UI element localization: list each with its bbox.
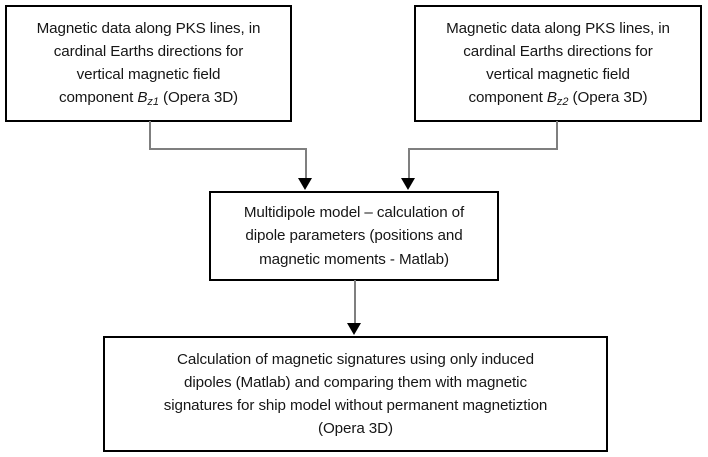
flow-node-multidipole-model-line-1: Multidipole model – calculation of [243, 204, 465, 222]
flow-node-bz2-line-1: Magnetic data along PKS lines, in [446, 19, 670, 37]
edge-bz1-to-model-arrowhead-icon [298, 178, 312, 190]
flow-node-bz2-line-3: vertical magnetic field [486, 65, 630, 83]
flow-node-multidipole-model-line-2: dipole parameters (positions and [245, 227, 463, 245]
flow-node-bz1-line-1: Magnetic data along PKS lines, in [36, 19, 261, 37]
edge-model-to-signature-arrowhead-icon [347, 323, 361, 335]
flow-node-bz2-symbol: B [546, 88, 557, 106]
edge-bz1-to-model-segment-vertical-end [305, 148, 307, 180]
flow-node-multidipole-model-text: Multidipole model – calculation of dipole… [221, 201, 487, 270]
flow-node-bz1-line-2: cardinal Earths directions for [53, 42, 244, 60]
flow-node-bz2[interactable]: Magnetic data along PKS lines, in cardina… [414, 5, 702, 122]
flow-node-multidipole-model-line-3: magnetic moments - Matlab) [259, 250, 449, 268]
edge-bz1-to-model-segment-vertical-start [149, 121, 151, 150]
flow-node-bz1-symbol: B [137, 88, 148, 106]
flow-node-bz2-line-2: cardinal Earths directions for [463, 42, 653, 60]
flow-node-bz2-line-4: component [468, 88, 547, 106]
edge-bz2-to-model-segment-horizontal [408, 148, 558, 150]
edge-bz1-to-model-segment-horizontal [149, 148, 307, 150]
flow-node-bz1-subscript: z1 [147, 95, 159, 108]
edge-model-to-signature-segment-vertical [354, 280, 356, 326]
flow-node-signature-calculation-line-2: dipoles (Matlab) and comparing them with… [184, 373, 527, 391]
flow-node-bz2-text: Magnetic data along PKS lines, in cardina… [426, 17, 690, 111]
flow-node-bz1-tail: (Opera 3D) [158, 88, 239, 106]
flow-node-bz1[interactable]: Magnetic data along PKS lines, in cardina… [5, 5, 292, 122]
edge-bz2-to-model-segment-vertical-end [408, 148, 410, 180]
edge-bz2-to-model-arrowhead-icon [401, 178, 415, 190]
flow-node-bz1-line-4: component [58, 88, 138, 106]
flow-node-signature-calculation[interactable]: Calculation of magnetic signatures using… [103, 336, 608, 452]
flow-node-bz1-text: Magnetic data along PKS lines, in cardina… [17, 17, 280, 111]
edge-bz2-to-model-segment-vertical-start [556, 121, 558, 150]
flow-node-bz1-line-3: vertical magnetic field [76, 65, 221, 83]
flow-node-bz2-tail: (Opera 3D) [568, 88, 648, 106]
flow-node-signature-calculation-line-3: signatures for ship model without perman… [163, 397, 548, 414]
flow-node-signature-calculation-line-4: (Opera 3D) [318, 420, 393, 438]
flow-node-bz2-subscript: z2 [556, 95, 569, 108]
flow-node-multidipole-model[interactable]: Multidipole model – calculation of dipole… [209, 191, 499, 281]
flow-node-signature-calculation-line-1: Calculation of magnetic signatures using… [177, 350, 534, 368]
flow-node-signature-calculation-text: Calculation of magnetic signatures using… [115, 348, 596, 440]
